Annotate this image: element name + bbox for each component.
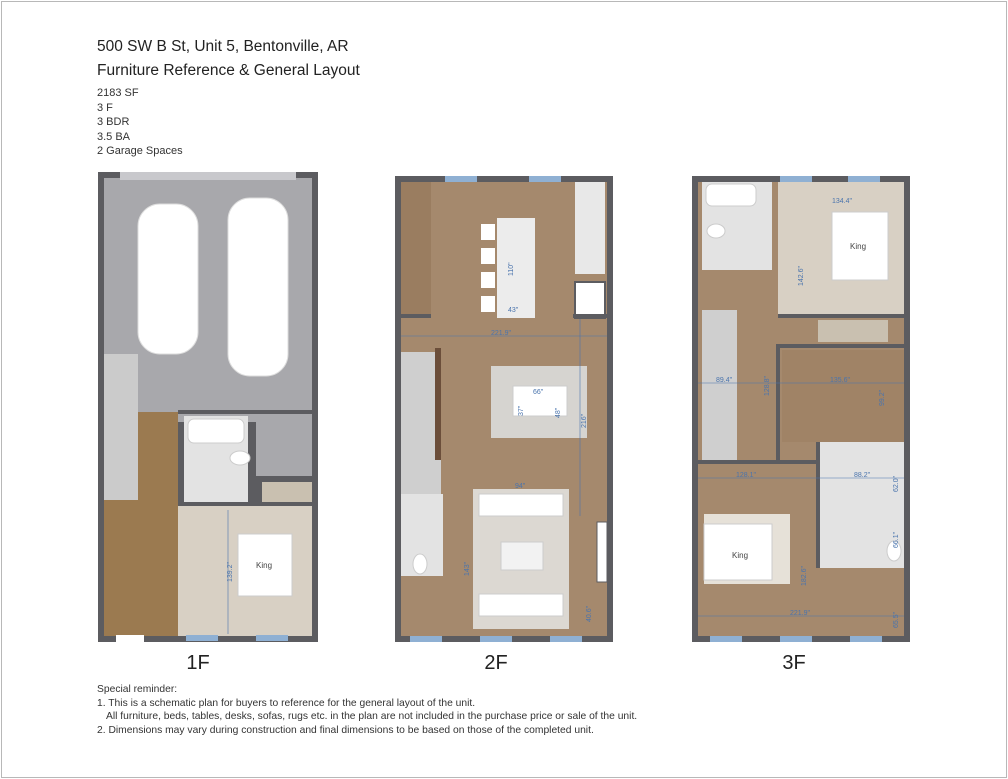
floor-plan-3f: King 134.4" 142.6" 128.8" 89.4" 135.6" 9…	[692, 176, 910, 642]
dimension-label: 182.6"	[801, 565, 808, 586]
dimension-label: 40.6"	[586, 605, 593, 622]
dimension-label: 66"	[533, 389, 544, 396]
dining-table	[512, 385, 568, 417]
note-item: All furniture, beds, tables, desks, sofa…	[106, 711, 638, 723]
closet	[818, 320, 888, 342]
closet	[262, 482, 312, 502]
window	[186, 635, 218, 641]
window	[850, 636, 882, 642]
sofa	[478, 493, 564, 517]
dimension-label: 221.9"	[491, 330, 512, 337]
bed-label: King	[256, 561, 272, 570]
stool	[481, 224, 495, 240]
dimension-label: 89.4"	[716, 377, 733, 384]
note-item: 1. This is a schematic plan for buyers t…	[97, 697, 476, 709]
dimension-label: 128.8"	[764, 375, 771, 396]
toilet-icon	[886, 540, 902, 562]
window	[550, 636, 582, 642]
bed-label: King	[850, 242, 866, 251]
window	[780, 636, 812, 642]
spec-list: 2183 SF 3 F 3 BDR 3.5 BA 2 Garage Spaces	[97, 86, 183, 159]
stairs	[401, 352, 441, 494]
car-icon	[137, 203, 199, 355]
notes-heading: Special reminder:	[97, 684, 178, 695]
pantry-closet	[401, 182, 431, 316]
dimension-label: 94"	[515, 483, 526, 490]
bathtub-icon	[187, 418, 245, 444]
floor-plan-1f: King 139.2"	[98, 172, 318, 642]
window	[710, 636, 742, 642]
dimension-label: 128.1"	[736, 472, 757, 479]
floor-label-1f: 1F	[186, 652, 210, 674]
stairs	[702, 310, 737, 460]
stool	[481, 296, 495, 312]
dimension-label: 221.9"	[790, 610, 811, 617]
dimension-label: 99.2"	[879, 389, 886, 406]
floor-plan-2f: 110" 43" 221.9" 66" 37" 48" 216" 94" 143…	[395, 176, 613, 642]
note-item: 2. Dimensions may vary during constructi…	[97, 724, 594, 736]
bed-label: King	[732, 551, 748, 560]
sofa	[478, 593, 564, 617]
kitchen-island	[497, 218, 535, 318]
toilet-icon	[412, 553, 428, 575]
dimension-label: 142.6"	[798, 265, 805, 286]
window	[256, 635, 288, 641]
dimension-label: 110"	[508, 262, 515, 276]
bathtub-icon	[705, 183, 757, 207]
window	[848, 176, 880, 182]
spec-bathrooms: 3.5 BA	[97, 130, 131, 143]
dimension-label: 135.6"	[830, 377, 851, 384]
stairs	[104, 354, 138, 500]
dimension-label: 65.5"	[893, 611, 900, 628]
stool	[481, 272, 495, 288]
stool	[481, 248, 495, 264]
dimension-label: 88.2"	[854, 472, 871, 479]
special-reminder: Special reminder: 1. This is a schematic…	[97, 683, 637, 737]
storage	[256, 416, 312, 476]
dimension-label: 37"	[518, 405, 525, 416]
bed-icon	[703, 523, 773, 581]
plan-subtitle: Furniture Reference & General Layout	[97, 62, 360, 79]
window	[529, 176, 561, 182]
bed-icon	[831, 211, 889, 281]
dimension-label: 66.1"	[893, 531, 900, 548]
window	[780, 176, 812, 182]
spec-bedrooms: 3 BDR	[97, 116, 130, 128]
toilet-icon	[229, 450, 251, 466]
spec-floors: 3 F	[97, 101, 113, 114]
window	[480, 636, 512, 642]
spec-area: 2183 SF	[97, 87, 139, 99]
dimension-label: 143"	[464, 561, 471, 576]
garage-door	[120, 172, 296, 180]
toilet-icon	[706, 223, 726, 239]
dimension-label: 43"	[508, 307, 519, 314]
dimension-label: 216"	[581, 413, 588, 428]
coffee-table	[500, 541, 544, 571]
dimension-label: 134.4"	[832, 198, 853, 205]
floor-label-2f: 2F	[484, 652, 508, 674]
window	[410, 636, 442, 642]
refrigerator	[574, 281, 606, 319]
window	[445, 176, 477, 182]
media-console	[596, 521, 608, 583]
dimension-label: 139.2"	[227, 561, 234, 582]
property-address: 500 SW B St, Unit 5, Bentonville, AR	[97, 38, 349, 55]
dimension-label: 48"	[555, 407, 562, 418]
floor-label-3f: 3F	[782, 652, 806, 674]
walk-in-closet	[782, 350, 904, 442]
dimension-label: 62.0"	[893, 475, 900, 492]
bed-icon	[237, 533, 293, 597]
spec-garage: 2 Garage Spaces	[97, 145, 183, 157]
car-icon	[227, 197, 289, 377]
entry-door	[116, 635, 144, 642]
kitchen-counter	[575, 182, 605, 274]
